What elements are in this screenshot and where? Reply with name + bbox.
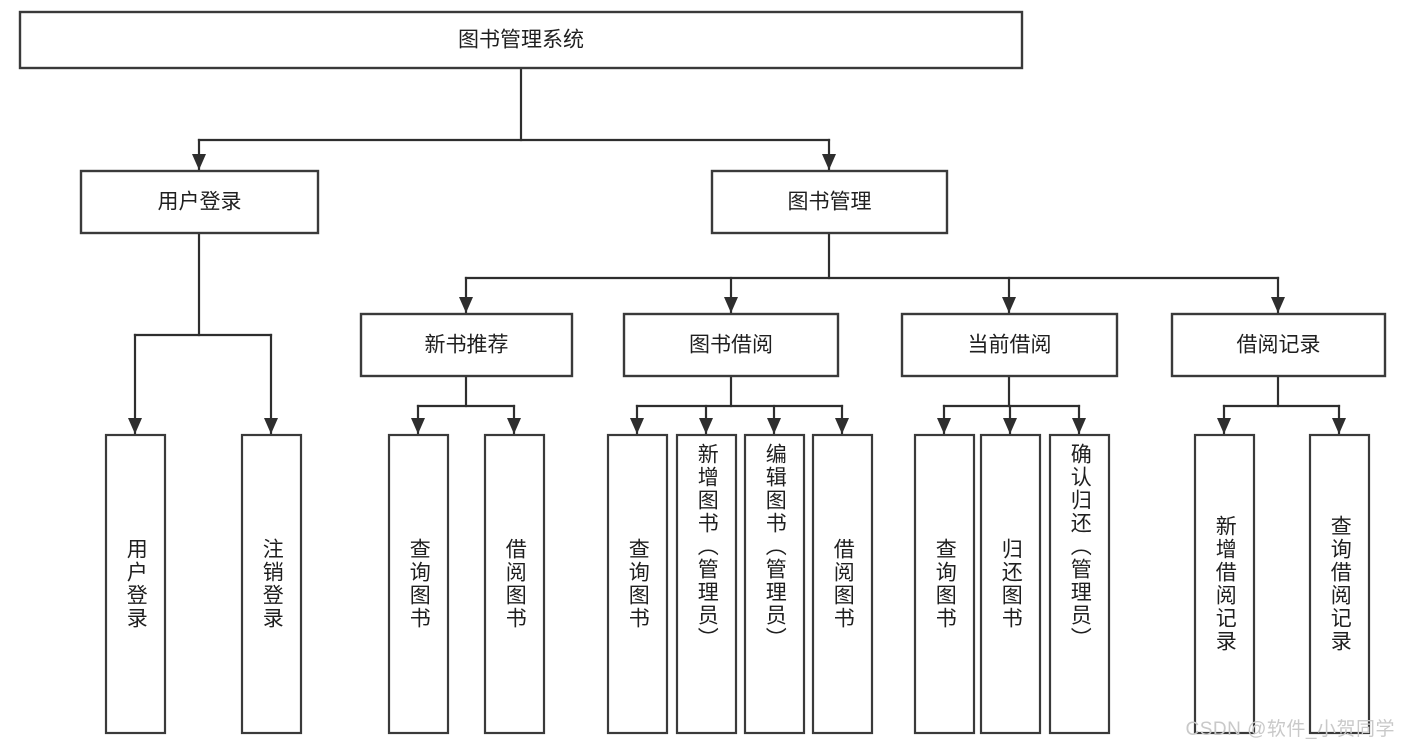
arrow-head-icon: [937, 418, 951, 434]
level1-node-label-0: 用户登录: [158, 191, 242, 214]
leaf-node-box-5[interactable]: [675, 433, 738, 735]
level2-node-box-1[interactable]: [622, 312, 840, 378]
arrow-head-icon: [1003, 418, 1017, 434]
box-layer: [18, 10, 1387, 735]
arrow-head-icon: [1332, 418, 1346, 434]
level1-node-label-1: 图书管理: [788, 191, 872, 214]
root-node-box[interactable]: [18, 10, 1024, 70]
arrow-head-icon: [507, 418, 521, 434]
leaf-node-box-6[interactable]: [743, 433, 806, 735]
arrow-head-icon: [192, 154, 206, 170]
arrow-head-icon: [1271, 297, 1285, 313]
leaf-node-box-0[interactable]: [104, 433, 167, 735]
level2-node-label-1: 图书借阅: [689, 334, 773, 357]
level2-node-label-2: 当前借阅: [968, 334, 1052, 357]
arrow-head-icon: [724, 297, 738, 313]
arrow-head-icon: [835, 418, 849, 434]
arrow-head-icon: [767, 418, 781, 434]
leaf-node-box-4[interactable]: [606, 433, 669, 735]
arrow-head-icon: [822, 154, 836, 170]
arrow-head-icon: [128, 418, 142, 434]
leaf-node-box-8[interactable]: [913, 433, 976, 735]
arrow-head-icon: [264, 418, 278, 434]
arrow-head-icon: [630, 418, 644, 434]
root-node-label: 图书管理系统: [458, 29, 584, 52]
level2-node-box-3[interactable]: [1170, 312, 1387, 378]
level2-node-label-0: 新书推荐: [425, 334, 509, 357]
level2-node-box-2[interactable]: [900, 312, 1119, 378]
level1-node-box-0[interactable]: [79, 169, 320, 235]
leaf-node-box-9[interactable]: [979, 433, 1042, 735]
arrow-head-icon: [699, 418, 713, 434]
arrow-head-icon: [1002, 297, 1016, 313]
leaf-node-box-12[interactable]: [1308, 433, 1371, 735]
leaf-node-box-1[interactable]: [240, 433, 303, 735]
leaf-node-box-10[interactable]: [1048, 433, 1111, 735]
arrow-head-icon: [1072, 418, 1086, 434]
leaf-node-box-7[interactable]: [811, 433, 874, 735]
arrow-head-icon: [1217, 418, 1231, 434]
leaf-node-box-11[interactable]: [1193, 433, 1256, 735]
watermark: CSDN @软件_小贺同学: [1185, 719, 1395, 740]
level1-node-box-1[interactable]: [710, 169, 949, 235]
level2-node-box-0[interactable]: [359, 312, 574, 378]
leaf-node-box-3[interactable]: [483, 433, 546, 735]
leaf-node-box-2[interactable]: [387, 433, 450, 735]
arrow-head-icon: [411, 418, 425, 434]
connector-layer: [128, 66, 1346, 436]
level2-node-label-3: 借阅记录: [1237, 334, 1321, 357]
arrow-head-icon: [459, 297, 473, 313]
